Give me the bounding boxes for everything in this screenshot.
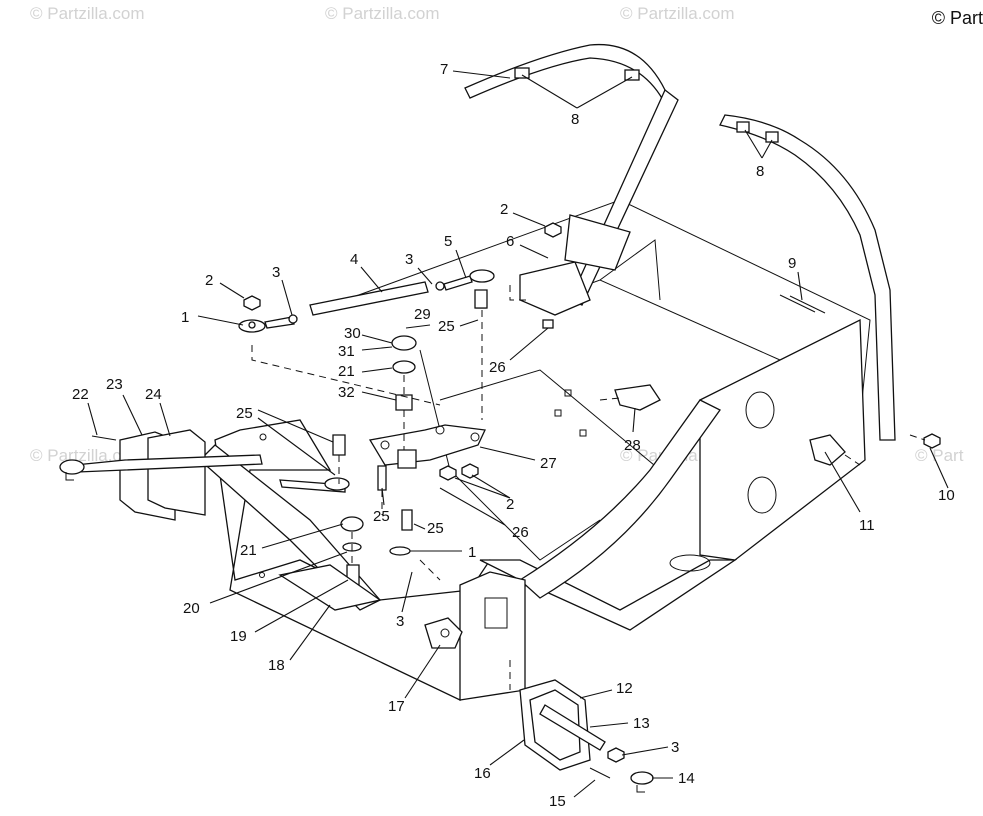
callout-7: 7 bbox=[440, 61, 448, 78]
callout-2: 2 bbox=[506, 496, 514, 513]
callout-8: 8 bbox=[756, 163, 764, 180]
callout-8: 8 bbox=[571, 111, 579, 128]
callout-3: 3 bbox=[272, 264, 280, 281]
watermark: © Partzilla.com bbox=[30, 4, 145, 23]
copyright-notice: © Part bbox=[931, 8, 983, 28]
callout-19: 19 bbox=[230, 628, 247, 645]
callout-18: 18 bbox=[268, 657, 285, 674]
callout-27: 27 bbox=[540, 455, 557, 472]
watermark: © Part bbox=[915, 446, 964, 465]
callout-4: 4 bbox=[350, 251, 358, 268]
callout-25: 25 bbox=[438, 318, 455, 335]
callout-2: 2 bbox=[500, 201, 508, 218]
callout-2: 2 bbox=[205, 272, 213, 289]
callout-14: 14 bbox=[678, 770, 695, 787]
watermark: © Partzilla.com bbox=[325, 4, 440, 23]
callout-11: 11 bbox=[859, 517, 875, 534]
callout-3: 3 bbox=[671, 739, 679, 756]
callout-31: 31 bbox=[338, 343, 355, 360]
callout-30: 30 bbox=[344, 325, 361, 342]
callout-3: 3 bbox=[396, 613, 404, 630]
callout-3: 3 bbox=[405, 251, 413, 268]
callout-10: 10 bbox=[938, 487, 955, 504]
callout-25: 25 bbox=[236, 405, 253, 422]
callout-25: 25 bbox=[427, 520, 444, 537]
left-pedal-assembly bbox=[59, 429, 382, 611]
callout-5: 5 bbox=[444, 233, 452, 250]
callout-labels: 1 2 3 4 3 5 2 6 7 8 8 9 1 2 3 29 30 31 2… bbox=[72, 61, 955, 810]
right-pedal-assembly bbox=[424, 571, 654, 793]
callout-9: 9 bbox=[788, 255, 796, 272]
callout-23: 23 bbox=[106, 376, 123, 393]
callout-17: 17 bbox=[388, 698, 405, 715]
callout-22: 22 bbox=[72, 386, 89, 403]
callout-21: 21 bbox=[338, 363, 355, 380]
leader-lines bbox=[87, 70, 949, 798]
callout-13: 13 bbox=[633, 715, 650, 732]
callout-20: 20 bbox=[183, 600, 200, 617]
callout-1: 1 bbox=[468, 544, 476, 561]
callout-32: 32 bbox=[338, 384, 355, 401]
callout-24: 24 bbox=[145, 386, 162, 403]
assembly-lines bbox=[251, 285, 926, 690]
callout-25: 25 bbox=[373, 508, 390, 525]
callout-29: 29 bbox=[414, 306, 431, 323]
steering-linkage bbox=[238, 214, 941, 586]
callout-1: 1 bbox=[181, 309, 189, 326]
callout-15: 15 bbox=[549, 793, 566, 810]
callout-6: 6 bbox=[506, 233, 514, 250]
watermark: © Partzilla.com bbox=[620, 4, 735, 23]
callout-12: 12 bbox=[616, 680, 633, 697]
callout-16: 16 bbox=[474, 765, 491, 782]
watermark: © Partzilla.com bbox=[30, 446, 145, 465]
callout-26: 26 bbox=[512, 524, 529, 541]
callout-26: 26 bbox=[489, 359, 506, 376]
callout-28: 28 bbox=[624, 437, 641, 454]
callout-21: 21 bbox=[240, 542, 257, 559]
